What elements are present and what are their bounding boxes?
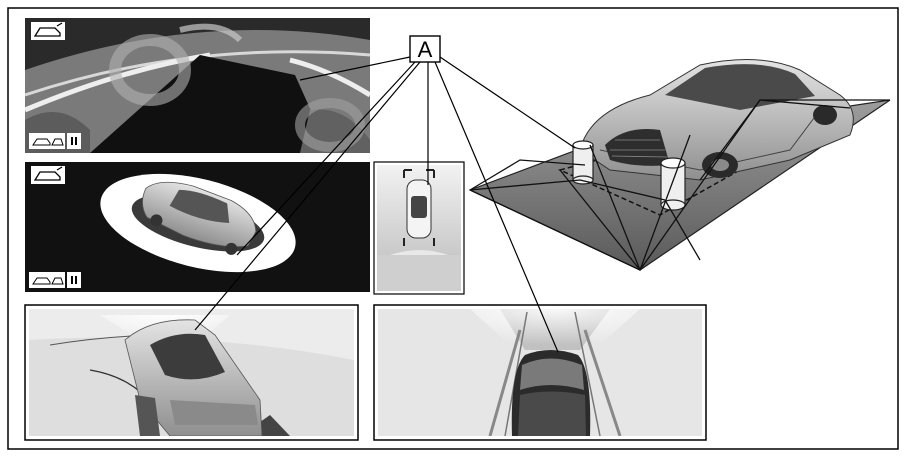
panel-birds-eye-view xyxy=(373,161,465,295)
panel-wide-view xyxy=(25,18,370,153)
pause-icon[interactable] xyxy=(67,272,81,288)
callout-leaders xyxy=(194,56,576,353)
camera-view-icon[interactable] xyxy=(31,22,65,40)
bollard xyxy=(572,140,594,185)
callout-a-label: A xyxy=(418,37,433,62)
panel-rear-view xyxy=(373,304,707,441)
bollard xyxy=(660,157,686,211)
pause-icon[interactable] xyxy=(67,133,81,149)
panel-3d-illustration xyxy=(468,59,891,272)
camera-switch-icon[interactable] xyxy=(29,272,65,288)
panel-panoramic-view xyxy=(25,162,370,292)
camera-switch-icon[interactable] xyxy=(29,133,65,149)
camera-view-icon[interactable] xyxy=(31,166,65,184)
callout-a: A xyxy=(409,35,441,63)
panel-side-view xyxy=(24,304,359,441)
